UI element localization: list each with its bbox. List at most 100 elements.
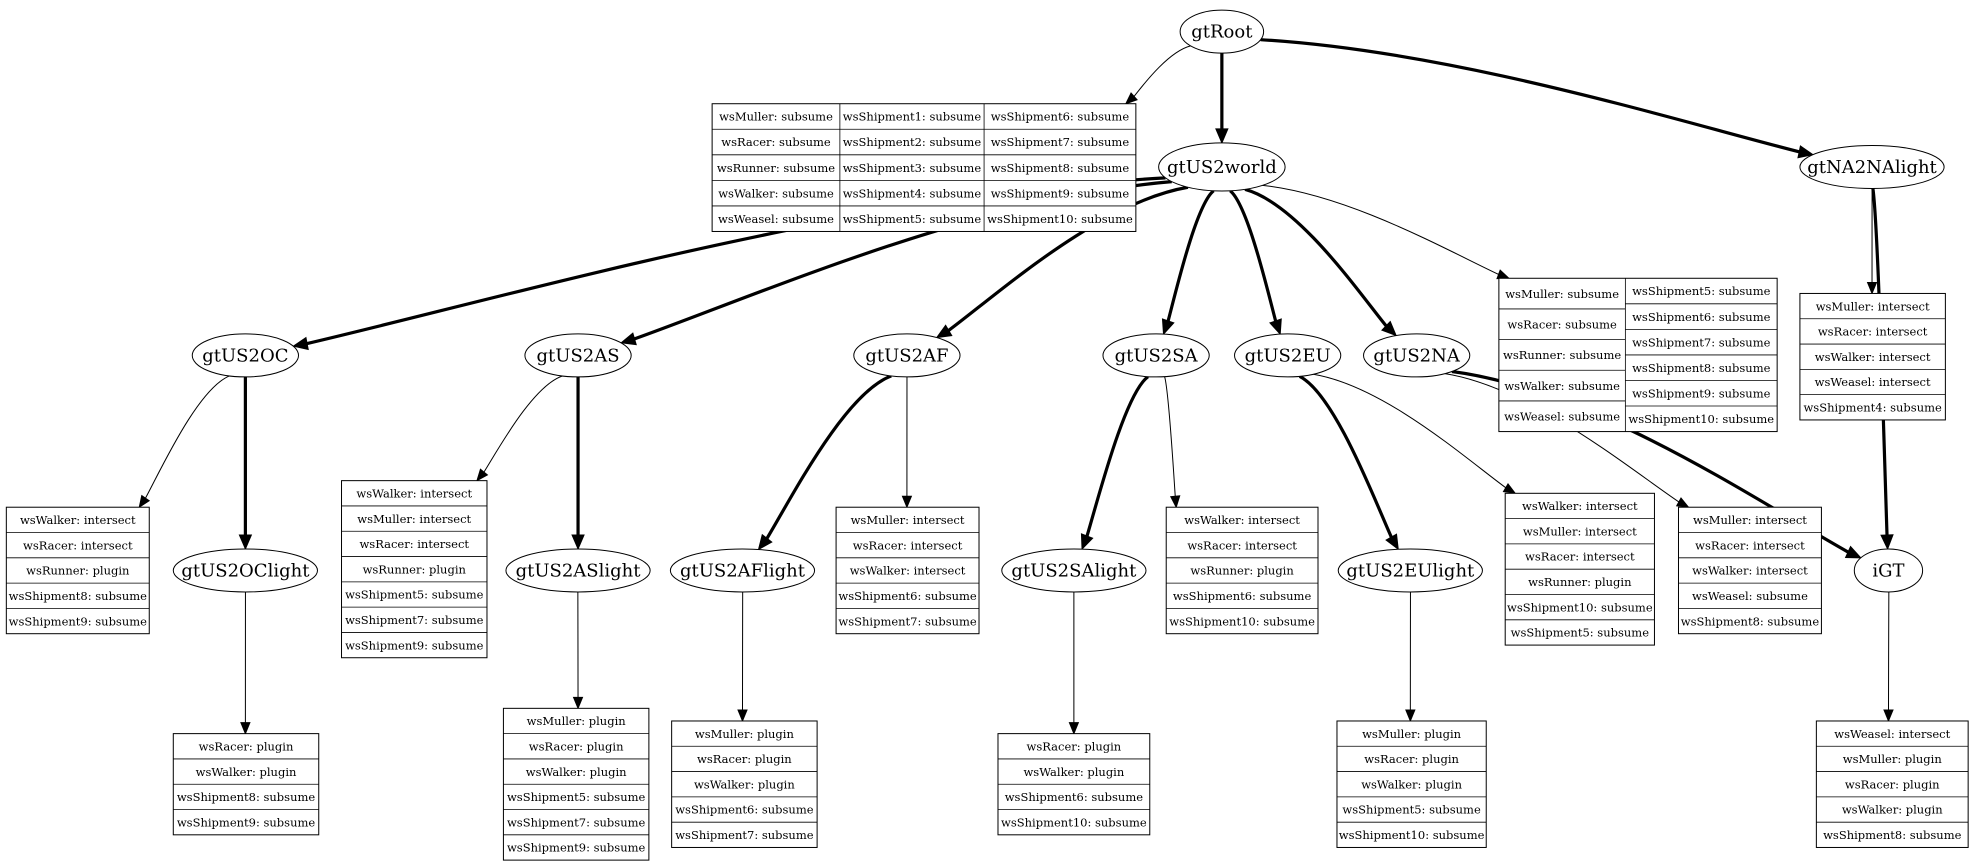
- node-ellipse[interactable]: [172, 548, 318, 593]
- table-cell: wsRacer: intersect: [1525, 550, 1635, 564]
- table-cell: wsRacer: plugin: [697, 752, 792, 766]
- node-ellipse[interactable]: [1179, 9, 1265, 54]
- node-ellipse[interactable]: [505, 548, 651, 593]
- table-cell: wsShipment8: subsume: [1823, 828, 1962, 842]
- node-ellipse[interactable]: [191, 333, 300, 378]
- table-cell: wsShipment9: subsume: [507, 841, 646, 855]
- edge-line: [145, 375, 230, 499]
- table-cell: wsWalker: plugin: [526, 765, 627, 779]
- table-cell: wsMuller: intersect: [851, 513, 965, 527]
- edge-line: [1133, 45, 1191, 97]
- arrow-head-icon: [1502, 482, 1517, 494]
- table-cell: wsShipment8: subsume: [991, 161, 1130, 175]
- table-cell: wsWalker: intersect: [1184, 513, 1300, 527]
- node-ellipse[interactable]: [524, 333, 632, 378]
- node-gtUS2OC[interactable]: gtUS2OC: [191, 333, 300, 378]
- node-gtUS2EU[interactable]: gtUS2EU: [1234, 333, 1342, 378]
- node-ellipse[interactable]: [1799, 144, 1945, 189]
- table-cell: wsRunner: plugin: [26, 564, 130, 578]
- table-cell: wsShipment6: subsume: [838, 589, 977, 603]
- node-ellipse[interactable]: [669, 548, 816, 593]
- table-cell: wsMuller: plugin: [527, 714, 627, 728]
- node-label: gtUS2EUlight: [1346, 560, 1475, 581]
- table-cell: wsShipment5: subsume: [1511, 626, 1650, 640]
- table-cell: wsShipment8: subsume: [1681, 614, 1820, 628]
- node-ellipse[interactable]: [1158, 142, 1286, 192]
- node-iGT[interactable]: iGT: [1853, 548, 1924, 593]
- table-cell: wsShipment5: subsume: [843, 212, 982, 226]
- table-cell: wsShipment4: subsume: [843, 186, 982, 200]
- table-cell: wsShipment9: subsume: [1632, 386, 1771, 400]
- node-gtUS2AFlight[interactable]: gtUS2AFlight: [669, 548, 816, 593]
- edge-line: [1085, 375, 1150, 537]
- node-gtUS2SA[interactable]: gtUS2SA: [1102, 333, 1210, 378]
- node-gtUS2OClight[interactable]: gtUS2OClight: [172, 548, 318, 593]
- arrow-head-icon: [1844, 545, 1862, 559]
- arrow-head-icon: [1675, 497, 1690, 508]
- table-cell: wsWalker: intersect: [20, 513, 136, 527]
- table-border: [671, 720, 818, 848]
- edge-line: [1262, 184, 1499, 275]
- node-gtUS2AS[interactable]: gtUS2AS: [524, 333, 632, 378]
- node-ellipse[interactable]: [1102, 333, 1210, 378]
- table-cell: wsRacer: plugin: [529, 739, 624, 753]
- node-gtUS2EUlight[interactable]: gtUS2EUlight: [1337, 548, 1483, 593]
- table-cell: wsShipment8: subsume: [1632, 361, 1771, 375]
- node-ellipse[interactable]: [1234, 333, 1342, 378]
- table-cell: wsShipment7: subsume: [838, 614, 977, 628]
- table-cell: wsWalker: intersect: [1692, 564, 1808, 578]
- edge-gtUS2AFlight-to-tAFlight: [737, 591, 748, 723]
- node-gtUS2world[interactable]: gtUS2world: [1158, 142, 1286, 192]
- table-cell: wsWeasel: intersect: [1815, 375, 1931, 389]
- arrow-head-icon: [240, 722, 251, 735]
- table-cell: wsRunner: subsume: [717, 161, 835, 175]
- table-cell: wsMuller: plugin: [1362, 727, 1462, 741]
- table-cell: wsWalker: intersect: [850, 564, 966, 578]
- table-cell: wsShipment8: subsume: [9, 589, 148, 603]
- node-gtUS2AF[interactable]: gtUS2AF: [853, 333, 961, 378]
- arrow-head-icon: [901, 495, 913, 509]
- node-ellipse[interactable]: [1853, 548, 1924, 593]
- node-ellipse[interactable]: [1001, 548, 1147, 593]
- edge-gtUS2OClight-to-tOClight: [240, 591, 251, 735]
- table-cell: wsWalker: intersect: [1522, 499, 1638, 513]
- arrow-head-icon: [1215, 128, 1229, 145]
- table-cell: wsMuller: intersect: [357, 512, 471, 526]
- table-cell: wsWalker: plugin: [1842, 803, 1943, 817]
- arrow-head-icon: [1866, 281, 1878, 295]
- edge-gtUS2world-to-gtUS2SA: [1161, 189, 1215, 336]
- table-cell: wsRacer: plugin: [199, 739, 294, 753]
- table-cell: wsWeasel: intersect: [1834, 727, 1950, 741]
- node-ellipse[interactable]: [1337, 548, 1483, 593]
- table-cell: wsShipment9: subsume: [177, 815, 316, 829]
- table-cell: wsRacer: plugin: [1845, 777, 1940, 791]
- table-cell: wsRacer: plugin: [1027, 739, 1122, 753]
- table-cell: wsRunner: plugin: [1528, 575, 1632, 589]
- node-gtUS2ASlight[interactable]: gtUS2ASlight: [505, 548, 651, 593]
- arrow-head-icon: [238, 534, 253, 551]
- node-ellipse[interactable]: [853, 333, 961, 378]
- table-cell: wsShipment4: subsume: [1803, 400, 1942, 414]
- arrow-head-icon: [935, 324, 953, 339]
- table-border: [5, 506, 150, 635]
- node-ellipse[interactable]: [1363, 333, 1471, 378]
- arrow-head-icon: [292, 336, 309, 351]
- table-border: [1815, 720, 1969, 848]
- arrow-head-icon: [1169, 495, 1181, 509]
- table-cell: wsShipment6: subsume: [675, 803, 814, 817]
- node-gtUS2NA[interactable]: gtUS2NA: [1363, 333, 1471, 378]
- edge-gtUS2AS-to-gtUS2ASlight: [571, 376, 585, 551]
- node-gtUS2SAlight[interactable]: gtUS2SAlight: [1001, 548, 1147, 593]
- node-gtRoot[interactable]: gtRoot: [1179, 9, 1265, 54]
- table-cell: wsShipment10: subsume: [1169, 614, 1315, 628]
- edge-line: [1244, 187, 1388, 327]
- node-gtNA2NAlight[interactable]: gtNA2NAlight: [1799, 144, 1945, 189]
- node-label: gtUS2OClight: [181, 560, 310, 581]
